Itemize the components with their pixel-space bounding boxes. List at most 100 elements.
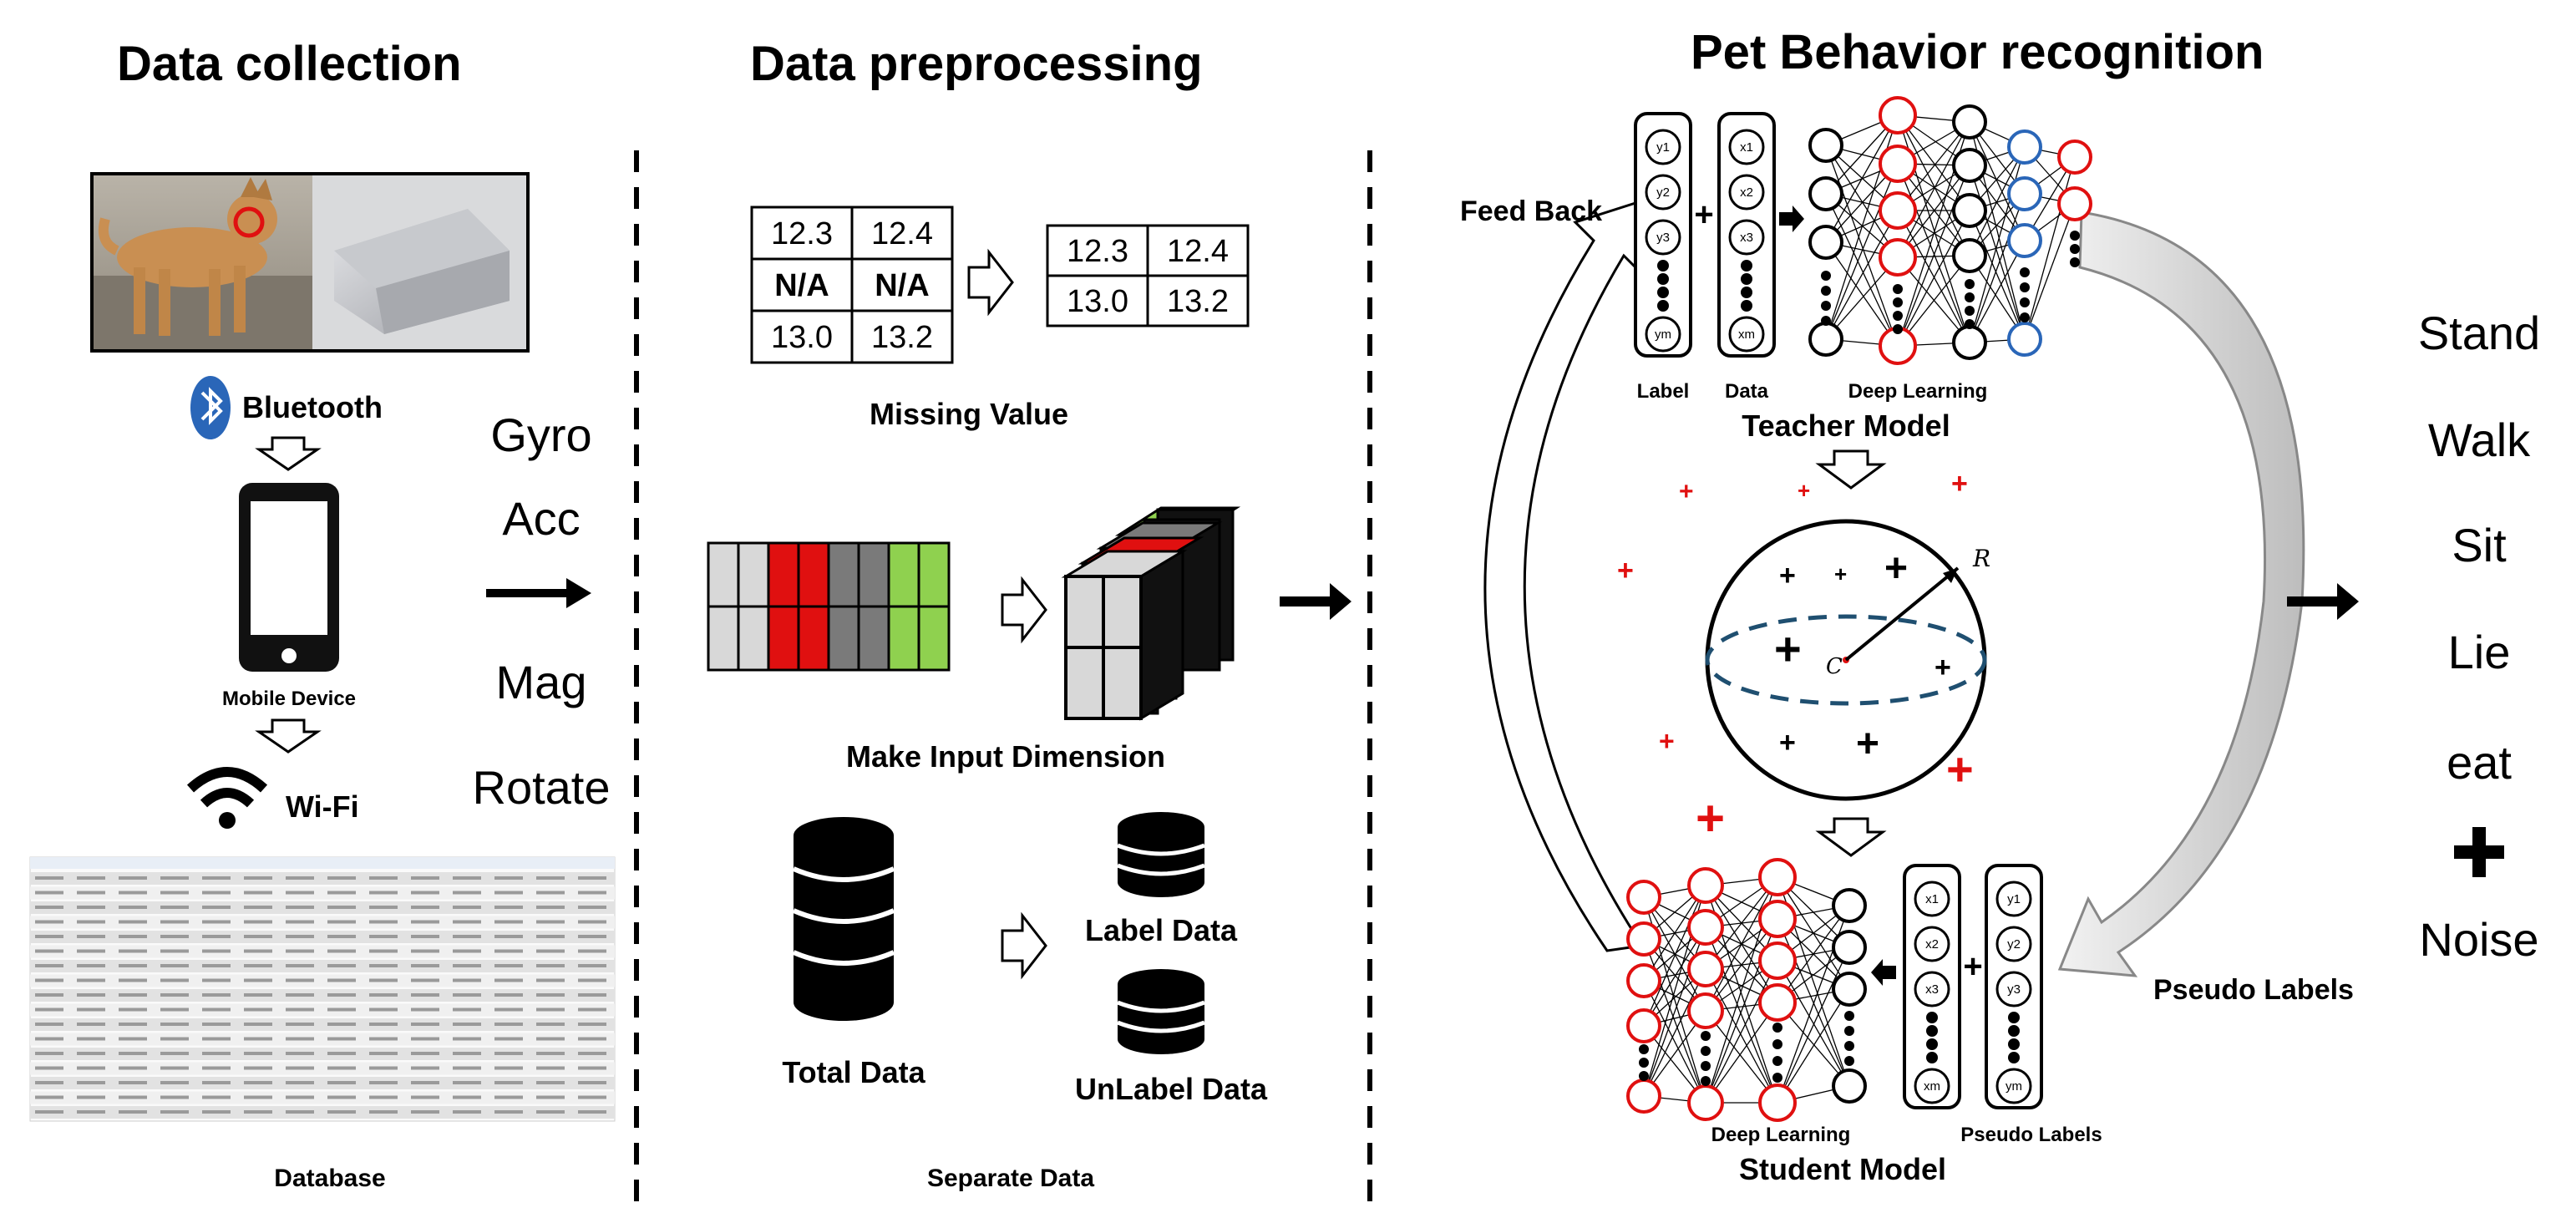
sensor-device-render [312, 175, 526, 349]
teacher-data-caption: Data [1725, 380, 1769, 403]
total-data-database-icon [792, 817, 895, 1021]
label-data-database-icon [1117, 812, 1205, 897]
class-stand: Stand [2418, 307, 2540, 359]
svg-text:+: + [1951, 468, 1968, 500]
svg-text:+: + [1798, 478, 1810, 503]
svg-text:+: + [1774, 622, 1802, 675]
student-pseudo-labels-caption: Pseudo Labels [1960, 1124, 2102, 1146]
svg-text:+: + [1617, 555, 1634, 586]
teacher-model: + [1634, 96, 2092, 365]
sphere-radius-label: R [1972, 545, 1990, 572]
total-data-label: Total Data [782, 1055, 925, 1089]
pseudo-label-curve-arrow [2057, 211, 2305, 977]
hypersphere: C R + + + + + + + + + + + + + + [1617, 468, 1990, 846]
table-cell: 12.3 [771, 216, 833, 251]
sensor-acc: Acc [502, 492, 580, 545]
svg-text:y1: y1 [1656, 140, 1670, 155]
database-table [29, 856, 616, 1122]
svg-text:+: + [1679, 478, 1694, 505]
sensor-rotate: Rotate [473, 761, 611, 814]
wifi-icon [186, 767, 268, 829]
svg-text:+: + [1834, 561, 1847, 586]
student-pseudo-label-nodes: y1 y2 y3 ym [1995, 881, 2032, 1104]
feature-strip [707, 541, 951, 672]
table-cell: 13.2 [1167, 284, 1229, 319]
svg-text:x3: x3 [1925, 982, 1939, 997]
down-arrow-icon [1815, 449, 1887, 490]
student-data-nodes: x1 x2 x3 xm [1914, 881, 1950, 1104]
teacher-deep-learning-caption: Deep Learning [1848, 380, 1988, 403]
right-arrow-icon [967, 248, 1014, 317]
output-arrow-icon [2287, 583, 2359, 620]
next-stage-arrow-icon [1280, 583, 1351, 620]
svg-text:+: + [1779, 560, 1796, 591]
mobile-device-label: Mobile Device [222, 688, 356, 710]
table-cell: 13.2 [871, 320, 933, 355]
sensor-mag: Mag [496, 656, 587, 708]
table-cell: 12.4 [1167, 234, 1229, 269]
svg-text:+: + [1884, 546, 1908, 591]
dog-photo [94, 175, 312, 349]
down-arrow-icon [1815, 817, 1887, 857]
down-arrow-icon [255, 436, 322, 471]
svg-text:x1: x1 [1740, 140, 1753, 155]
svg-text:x2: x2 [1925, 937, 1939, 952]
sensor-list: Gyro Acc Mag Rotate [473, 409, 611, 814]
pseudo-labels-side-label: Pseudo Labels [2153, 974, 2354, 1006]
label-data-label: Label Data [1085, 913, 1238, 947]
svg-text:y1: y1 [2007, 892, 2021, 906]
teacher-label-caption: Label [1637, 380, 1690, 403]
mobile-phone-icon [239, 483, 339, 672]
svg-text:+: + [1963, 948, 1982, 985]
table-cell: 13.0 [771, 320, 833, 355]
bluetooth-label: Bluetooth [242, 390, 383, 424]
student-deep-learning-caption: Deep Learning [1711, 1124, 1851, 1146]
table-cell: N/A [774, 268, 829, 303]
table-cell: 12.3 [1067, 234, 1128, 269]
student-model: + [1626, 858, 2043, 1122]
svg-text:+: + [1935, 652, 1951, 683]
heading-data-collection: Data collection [117, 37, 462, 91]
svg-text:ym: ym [2006, 1079, 2022, 1094]
teacher-data-nodes: x1 x2 x3 xm [1728, 129, 1765, 353]
svg-text:xm: xm [1924, 1079, 1940, 1094]
svg-text:xm: xm [1738, 327, 1755, 342]
svg-text:y3: y3 [1656, 231, 1670, 245]
database-label: Database [274, 1165, 385, 1192]
make-input-dimension-label: Make Input Dimension [846, 739, 1165, 774]
class-eat: eat [2447, 736, 2512, 789]
wifi-label: Wi-Fi [286, 789, 359, 824]
teacher-label-nodes: y1 y2 y3 ym [1645, 129, 1681, 353]
svg-text:y3: y3 [2007, 982, 2021, 997]
svg-text:+: + [1694, 196, 1713, 233]
svg-text:y2: y2 [1656, 185, 1670, 200]
svg-text:+: + [1696, 790, 1725, 846]
unlabel-data-label: UnLabel Data [1075, 1072, 1268, 1106]
feed-back-label: Feed Back [1460, 195, 1602, 227]
class-noise: Noise [2419, 913, 2538, 966]
heading-data-preprocessing: Data preprocessing [750, 37, 1203, 91]
behavior-class-list: Stand Walk Sit Lie eat Noise [2418, 307, 2540, 966]
student-model-title: Student Model [1739, 1152, 1946, 1186]
separate-data-label: Separate Data [927, 1165, 1094, 1192]
table-cell: 12.4 [871, 216, 933, 251]
teacher-model-title: Teacher Model [1742, 409, 1950, 443]
bluetooth-icon [190, 376, 231, 439]
missing-value-label: Missing Value [870, 397, 1068, 431]
right-arrow-icon [1001, 911, 1047, 980]
sensor-gyro: Gyro [490, 409, 591, 461]
svg-text:x3: x3 [1740, 231, 1753, 245]
svg-text:ym: ym [1655, 327, 1671, 342]
class-walk: Walk [2428, 414, 2531, 466]
heading-pet-behavior-recognition: Pet Behavior recognition [1691, 25, 2264, 79]
svg-text:+: + [1659, 726, 1675, 756]
svg-text:+: + [1856, 722, 1879, 766]
class-lie: Lie [2448, 626, 2511, 678]
svg-text:x1: x1 [1925, 892, 1939, 906]
input-dimension-cubes [1061, 506, 1241, 721]
down-arrow-icon [255, 718, 322, 754]
svg-text:+: + [1946, 743, 1974, 795]
